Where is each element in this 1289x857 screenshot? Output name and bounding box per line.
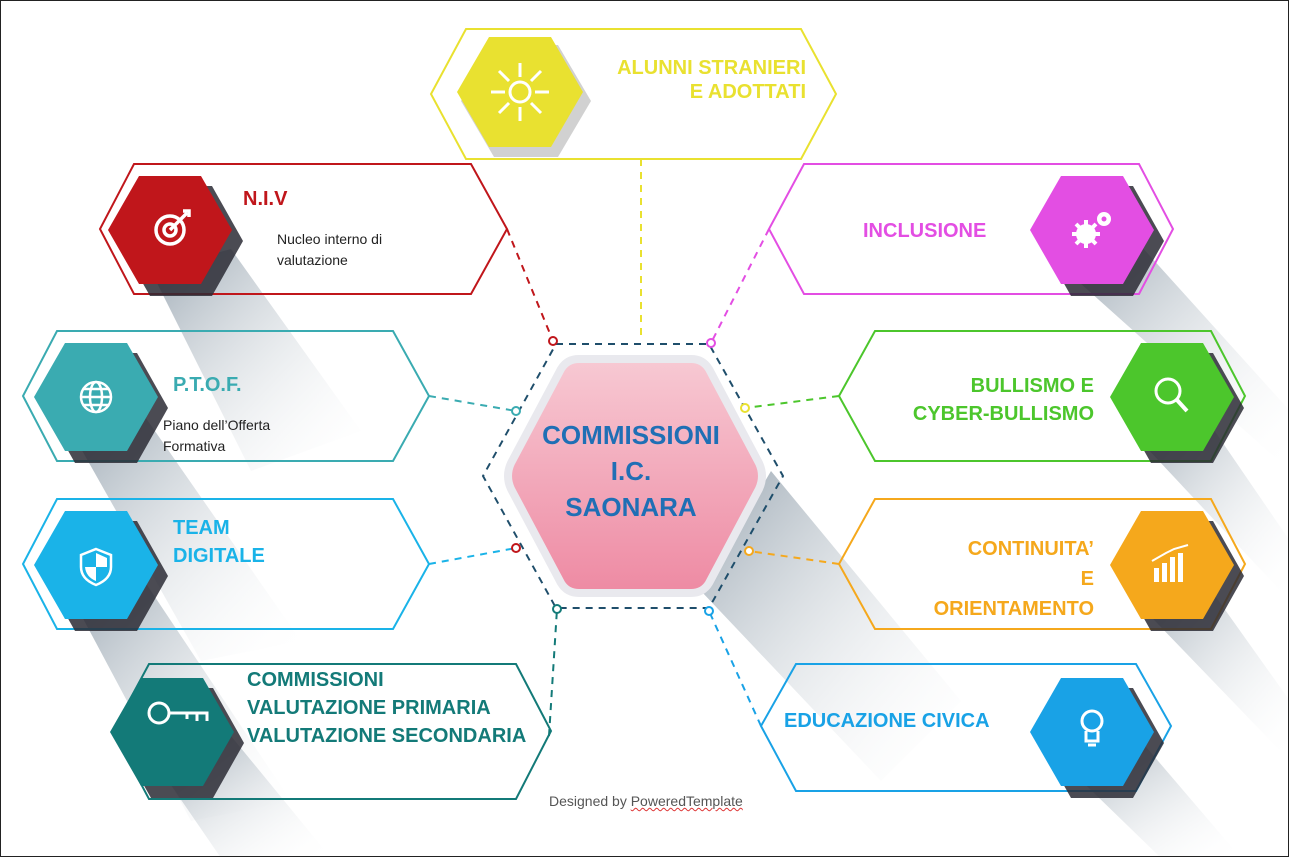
node-niv-sub2: valutazione: [277, 252, 348, 268]
node-continuita-line3: ORIENTAMENTO: [933, 598, 1094, 620]
node-ptof-sub1: Piano dell’Offerta: [163, 417, 271, 433]
connectors: [428, 159, 840, 737]
node-commissioni-label: COMMISSIONI VALUTAZIONE PRIMARIA VALUTAZ…: [247, 666, 526, 750]
node-bullismo-line2: CYBER-BULLISMO: [912, 403, 1094, 425]
node-niv-title: N.I.V: [243, 188, 288, 210]
node-continuita-line2: E: [1080, 568, 1094, 590]
center-title-line1: COMMISSIONI: [542, 420, 720, 450]
node-niv-sub1: Nucleo interno di: [277, 231, 383, 247]
node-inclusione-title: INCLUSIONE: [863, 220, 987, 242]
hands-circle-icon: [491, 63, 549, 121]
node-outline-ptof: [21, 330, 431, 462]
node-educazione-title: EDUCAZIONE CIVICA: [784, 710, 990, 732]
node-continuita-line1: CONTINUITA’: [967, 538, 1094, 560]
connector-dots: [511, 336, 754, 616]
shield-icon: [79, 547, 113, 587]
center-title-line2: I.C.: [610, 456, 652, 486]
node-team-label: TEAM DIGITALE: [173, 514, 265, 570]
lightbulb-icon: [1080, 709, 1104, 747]
key-icon: [147, 701, 209, 725]
node-commissioni-line1: COMMISSIONI: [247, 669, 384, 691]
node-commissioni-line3: VALUTAZIONE SECONDARIA: [247, 725, 527, 747]
bar-chart-icon: [1151, 544, 1189, 582]
gears-icon: [1072, 212, 1111, 248]
center-title-line3: SAONARA: [565, 492, 697, 522]
footer-prefix: Designed by: [549, 793, 631, 809]
node-alunni-line1: ALUNNI STRANIERI: [617, 57, 806, 79]
target-icon: [154, 209, 191, 246]
node-outline-team: [21, 498, 431, 630]
node-ptof-title: P.T.O.F.: [173, 374, 242, 396]
node-alunni-label: ALUNNI STRANIERI E ADOTTATI: [591, 56, 806, 104]
node-outline-inclusione: [767, 163, 1175, 295]
footer-brand: PoweredTemplate: [630, 793, 743, 809]
node-alunni-line2: E ADOTTATI: [689, 81, 806, 103]
node-ptof-sub2: Formativa: [163, 438, 226, 454]
globe-icon: [79, 380, 113, 414]
magnifier-icon: [1154, 377, 1189, 413]
node-outline-alunni: [429, 28, 838, 160]
node-outline-niv: [98, 163, 509, 295]
footer-credit: Designed by PoweredTemplate: [549, 793, 743, 809]
node-bullismo-label: BULLISMO E CYBER-BULLISMO: [901, 372, 1094, 428]
node-commissioni-line2: VALUTAZIONE PRIMARIA: [247, 697, 491, 719]
center-hexagon: [504, 355, 766, 597]
node-team-line1: TEAM: [173, 517, 230, 539]
center-title: COMMISSIONI I.C. SAONARA: [511, 417, 751, 525]
node-team-line2: DIGITALE: [173, 545, 265, 567]
node-continuita-label: CONTINUITA’ E ORIENTAMENTO: [901, 534, 1094, 624]
node-bullismo-line1: BULLISMO E: [970, 375, 1094, 397]
